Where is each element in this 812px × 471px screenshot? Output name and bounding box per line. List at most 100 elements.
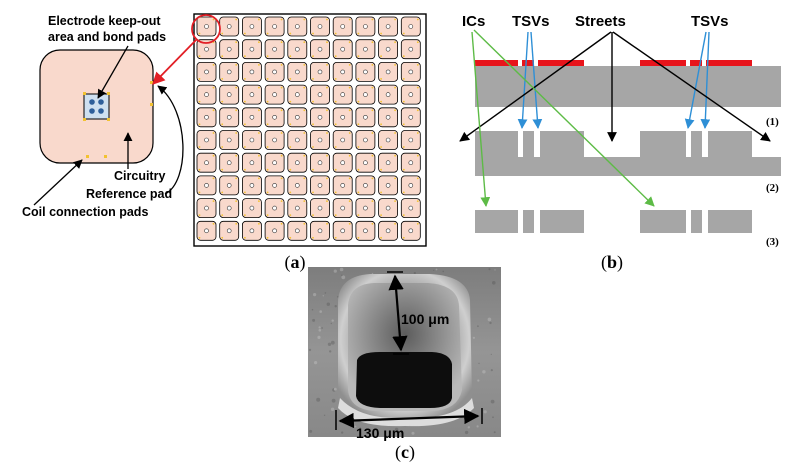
chip-pad-dot <box>198 32 201 35</box>
ic-block <box>523 131 534 157</box>
chip-pad-dot <box>312 100 314 103</box>
chip-pad-dot <box>334 55 337 58</box>
chip-pad-dot <box>221 78 224 80</box>
chip-pad-dot <box>394 64 396 66</box>
diced-chip <box>691 210 702 233</box>
depth-dimension-arrow <box>388 274 408 352</box>
chip-electrode-dot <box>226 137 232 143</box>
chip-pad-dot <box>334 32 337 35</box>
chip-pad-dot <box>221 146 224 148</box>
sem-speckle-dot <box>332 388 336 392</box>
chip-pad-dot <box>357 146 360 148</box>
chip-pad-dot <box>357 168 360 171</box>
sem-speckle-dot <box>464 430 469 435</box>
chip-pad-dot <box>258 86 260 89</box>
chip-pad-dot <box>312 32 314 35</box>
chip-pad-dot <box>266 168 269 171</box>
chip-pad-dot <box>348 154 351 157</box>
chip-pad-dot <box>416 132 419 134</box>
sem-speckle-dot <box>435 268 438 271</box>
chip-pad-dot <box>394 200 396 203</box>
chip-pad-dot <box>280 132 283 134</box>
coil-pad <box>104 155 107 158</box>
chip-pad-dot <box>221 168 224 171</box>
chip-electrode-dot <box>272 92 277 97</box>
caption-b: (b) <box>601 252 623 273</box>
sem-speckle-dot <box>329 350 332 353</box>
chip-pad-dot <box>221 236 224 239</box>
sem-speckle-dot <box>489 321 492 325</box>
metal-layer <box>690 60 702 66</box>
chip-pad-dot <box>212 86 215 89</box>
chip-pad-dot <box>312 168 314 171</box>
sem-speckle-dot <box>476 425 479 428</box>
wafer-stage-2-base <box>475 157 781 176</box>
chip-electrode-dot <box>317 69 323 75</box>
chip-electrode-dot <box>363 137 368 143</box>
chip-pad-dot <box>235 64 238 66</box>
chip-pad-dot <box>402 146 405 148</box>
electrode-icon <box>89 108 95 114</box>
bond-pad <box>83 92 86 95</box>
chip-pad-dot <box>258 177 260 180</box>
chip-pad-dot <box>380 191 382 194</box>
chip-pad-dot <box>303 177 306 180</box>
chip-electrode-dot <box>408 24 414 29</box>
chip-electrode-dot <box>226 69 232 75</box>
chip-pad-dot <box>198 55 201 58</box>
chip-electrode-dot <box>294 115 300 120</box>
chip-pad-dot <box>402 78 405 80</box>
chip-electrode-dot <box>340 92 346 97</box>
sem-speckle-dot <box>477 325 479 328</box>
chip-pad-dot <box>221 32 224 35</box>
chip-pad-dot <box>416 200 419 203</box>
chip-pad-dot <box>258 18 260 21</box>
chip-pad-dot <box>348 41 351 44</box>
sem-speckle-dot <box>308 348 312 352</box>
chip-electrode-dot <box>340 46 346 52</box>
chip-pad-dot <box>221 214 224 217</box>
sem-speckle-dot <box>365 434 367 436</box>
chip-pad-dot <box>348 64 351 66</box>
chip-pad-dot <box>402 236 405 239</box>
sem-speckle-dot <box>314 361 318 365</box>
chip-pad-dot <box>394 177 396 180</box>
chip-pad-dot <box>371 86 374 89</box>
chip-pad-dot <box>348 222 351 225</box>
chip-pad-dot <box>394 41 396 44</box>
sem-speckle-dot <box>341 275 346 280</box>
chip-electrode-dot <box>340 137 346 143</box>
diced-chip <box>708 210 752 233</box>
sem-speckle-dot <box>341 274 343 276</box>
chip-pad-dot <box>244 214 246 217</box>
chip-electrode-dot <box>226 46 232 52</box>
chip-pad-dot <box>289 123 292 126</box>
chip-pad-dot <box>312 191 314 194</box>
chip-pad-dot <box>326 222 328 225</box>
sem-speckle-dot <box>339 267 344 272</box>
chip-pad-dot <box>394 18 396 21</box>
chip-electrode-dot <box>340 69 346 75</box>
diced-chip <box>540 210 584 233</box>
chip-pad-dot <box>348 86 351 89</box>
chip-electrode-dot <box>204 115 209 120</box>
chip-electrode-dot <box>385 24 391 29</box>
chip-electrode-dot <box>408 92 414 97</box>
chip-electrode-dot <box>385 183 391 188</box>
sem-speckle-dot <box>478 362 480 365</box>
chip-electrode-dot <box>294 160 300 165</box>
sem-speckle-dot <box>411 431 415 435</box>
chip-pad-dot <box>303 41 306 44</box>
label-circuitry: Circuitry <box>114 169 165 183</box>
chip-pad-dot <box>334 214 337 217</box>
sem-speckle-dot <box>330 322 332 325</box>
label-electrode-line1: Electrode keep-out <box>48 14 161 28</box>
sem-speckle-dot <box>324 292 327 294</box>
chip-electrode-dot <box>385 46 391 52</box>
chip-pad-dot <box>289 100 292 103</box>
chip-electrode-dot <box>363 24 368 29</box>
chip-pad-dot <box>312 236 314 239</box>
chip-pad-dot <box>326 18 328 21</box>
chip-pad-dot <box>402 168 405 171</box>
panel-c: 100 μm 130 μm (c) <box>308 267 501 463</box>
